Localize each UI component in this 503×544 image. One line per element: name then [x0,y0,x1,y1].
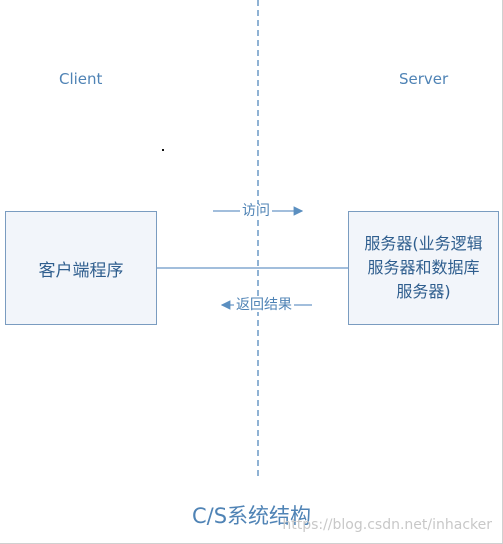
response-label: 返回结果 [234,297,294,313]
server-box-line: 服务器和数据库 [367,258,480,277]
stray-dot [162,149,164,151]
server-box-line: 服务器(业务逻辑 [364,234,483,253]
client-label: Client [59,70,103,88]
diagram-title: C/S系统结构 [191,504,312,528]
client-box-text: 客户端程序 [38,260,124,281]
server-box: 服务器(业务逻辑 服务器和数据库 服务器) [348,211,499,325]
server-box-line: 服务器) [396,282,451,301]
request-label: 访问 [240,203,272,219]
client-program-box: 客户端程序 [5,211,157,325]
watermark: https://blog.csdn.net/inhacker [282,517,492,533]
server-label: Server [399,70,449,88]
